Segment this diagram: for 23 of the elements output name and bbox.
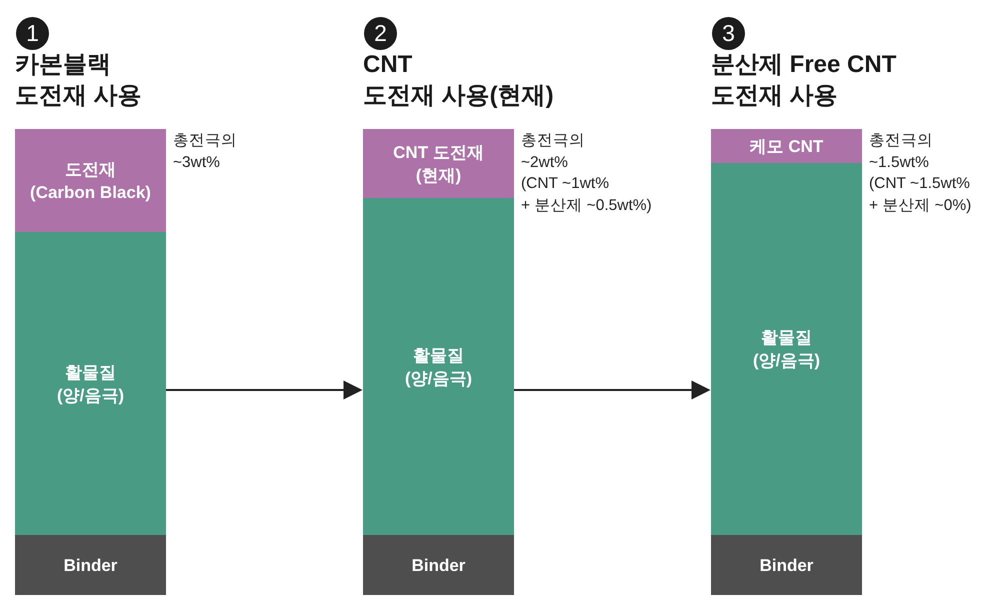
column-heading: 분산제 Free CNT 도전재 사용 xyxy=(711,50,896,111)
column-heading: 카본블랙 도전재 사용 xyxy=(15,50,142,111)
bar-segment xyxy=(363,535,514,595)
segment-label: 케모 CNT xyxy=(750,136,824,158)
segment-label: Binder xyxy=(412,554,466,576)
step-number: 3 xyxy=(712,17,745,50)
segment-label: CNT 도전재 (현재) xyxy=(393,142,484,186)
segment-label: Binder xyxy=(760,554,814,576)
step-number: 1 xyxy=(16,17,49,50)
segment-label: 활물질 (양/음극) xyxy=(404,344,472,390)
segment-label: 도전재 (Carbon Black) xyxy=(30,158,151,204)
segment-label: Binder xyxy=(64,554,118,576)
segment-label: 활물질 (양/음극) xyxy=(752,327,820,372)
column-heading: CNT 도전재 사용(현재) xyxy=(363,50,554,111)
arrow xyxy=(166,380,362,400)
percentage-note: 총전극의 ~1.5wt% (CNT ~1.5wt% + 분산제 ~0%) xyxy=(869,131,972,216)
percentage-note: 총전극의 ~3wt% xyxy=(173,131,237,173)
segment-label: 활물질 (양/음극) xyxy=(56,362,124,406)
arrow xyxy=(514,380,710,400)
bar-segment xyxy=(15,535,166,595)
percentage-note: 총전극의 ~2wt% (CNT ~1wt% + 분산제 ~0.5wt%) xyxy=(521,131,652,216)
step-number: 2 xyxy=(364,17,397,50)
bar-segment xyxy=(711,535,862,595)
